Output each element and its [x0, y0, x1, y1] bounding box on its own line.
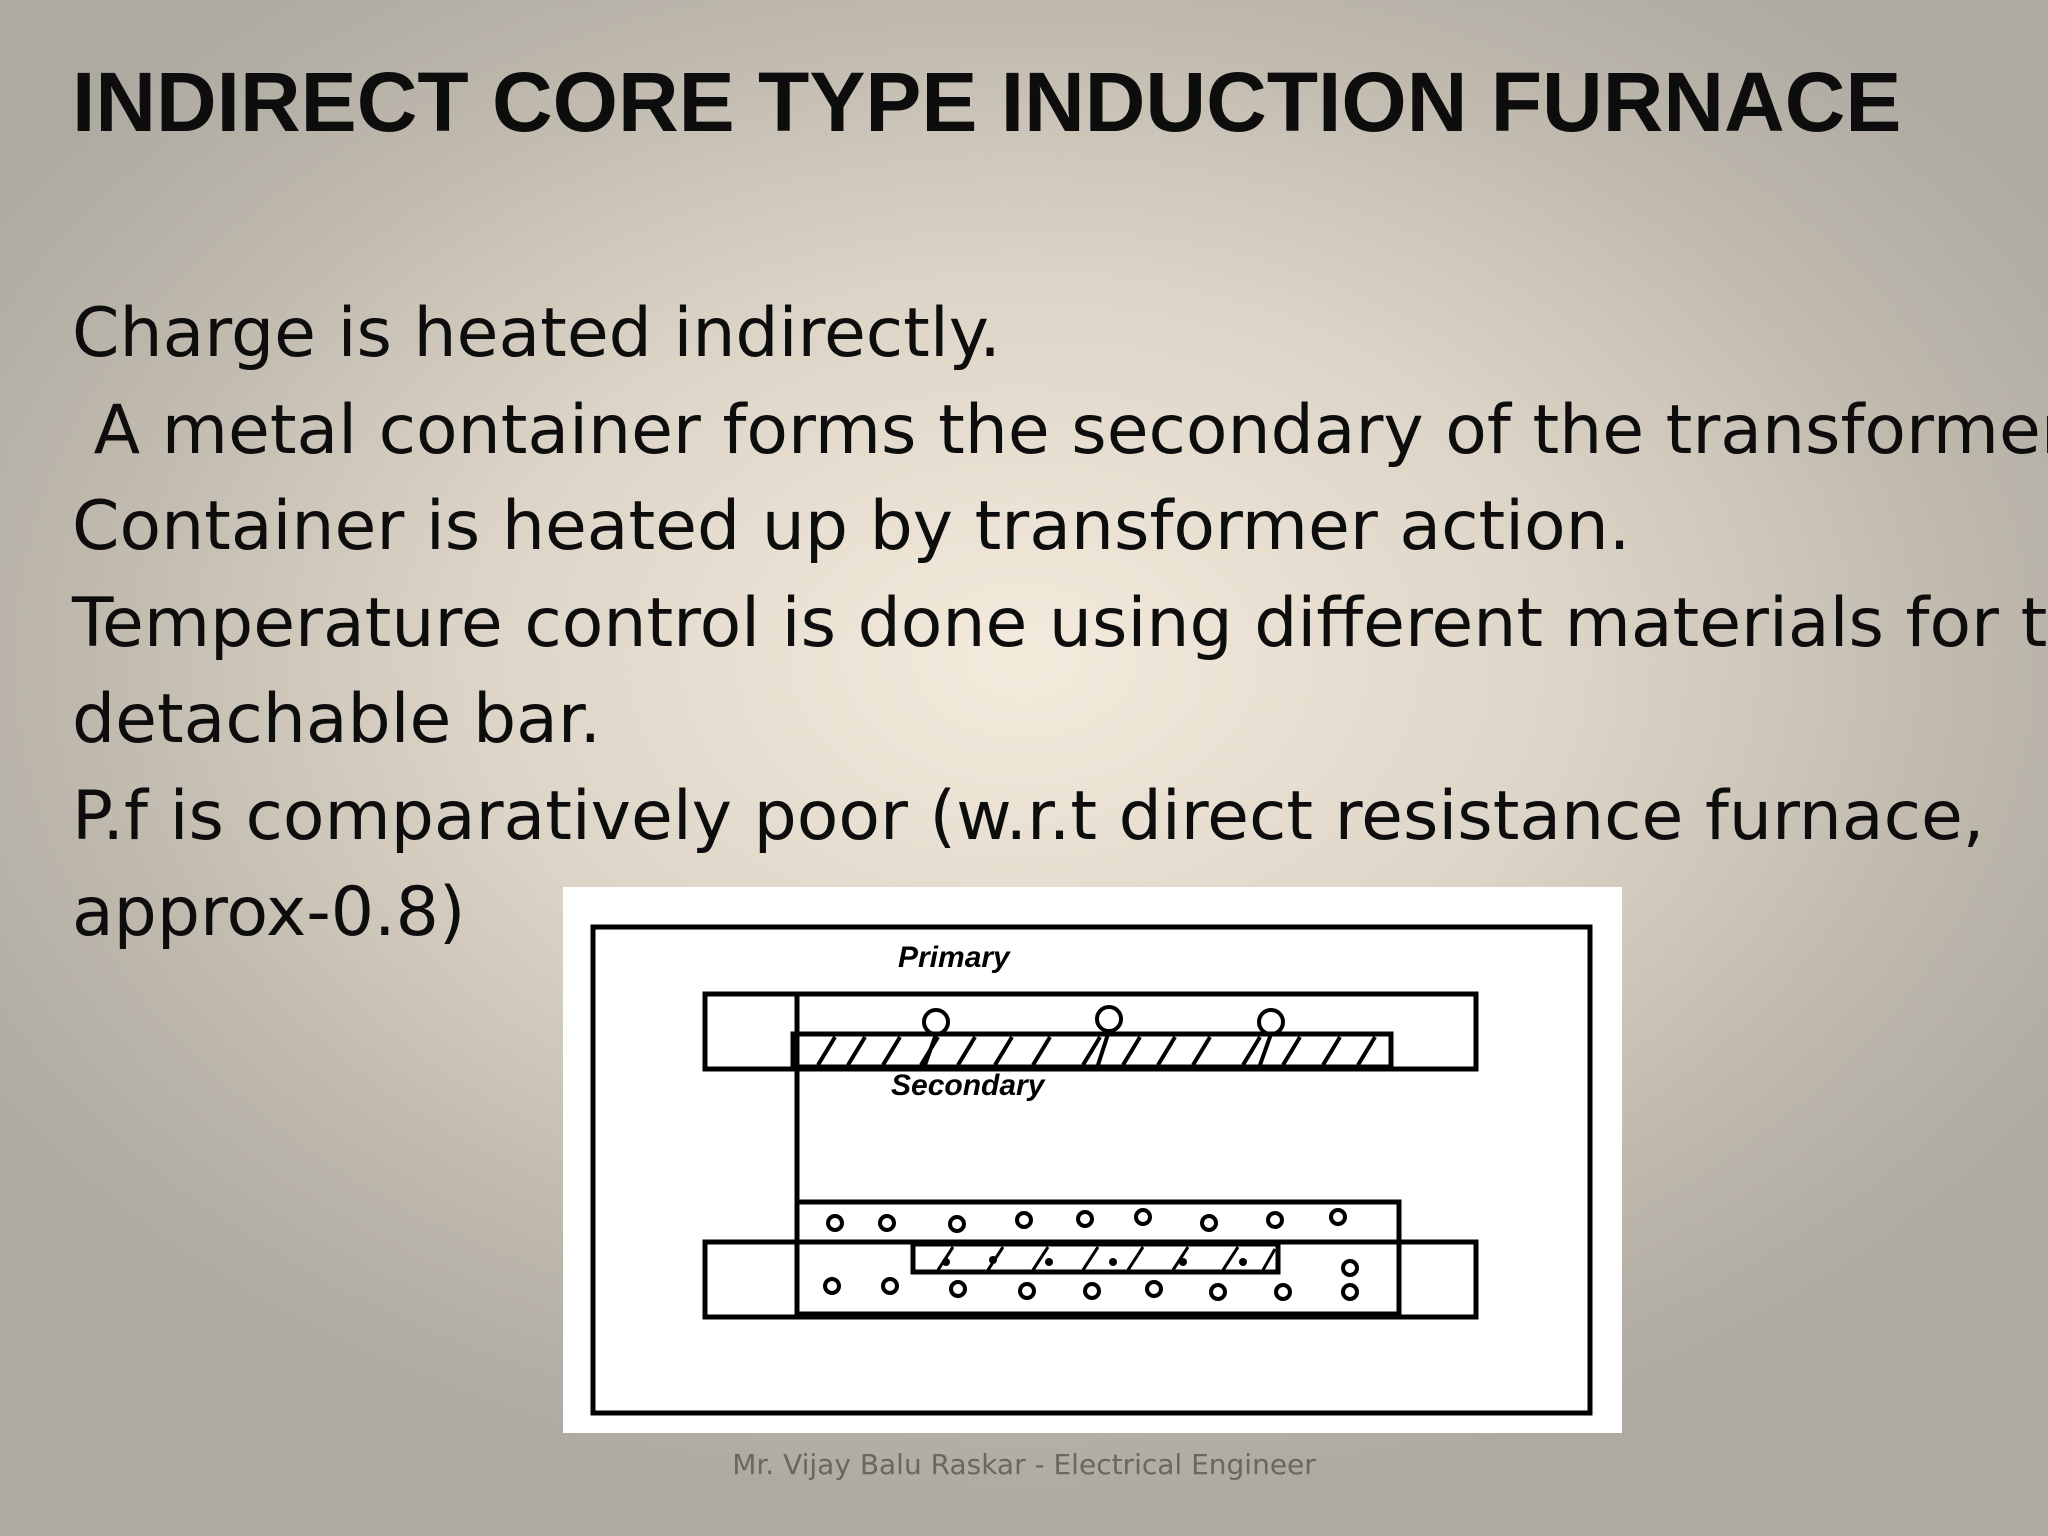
lower-core-bar [702, 1239, 1479, 1320]
charge-particles [823, 1208, 1359, 1301]
primary-terminals [922, 1005, 1285, 1066]
body-line: detachable bar. [72, 680, 602, 759]
outer-frame [590, 924, 1593, 1416]
slide-footer: Mr. Vijay Balu Raskar - Electrical Engin… [732, 1448, 1316, 1481]
secondary-label: Secondary [891, 1069, 1046, 1102]
body-line: Temperature control is done using differ… [72, 583, 2048, 663]
bar-dots [942, 1256, 1247, 1266]
slide-body: Charge is heated indirectly. A metal con… [72, 286, 2048, 962]
body-line: Charge is heated indirectly. [72, 294, 1001, 373]
secondary-container [794, 1199, 1402, 1317]
body-line: Container is heated up by transformer ac… [72, 487, 1631, 566]
furnace-diagram: Primary Secondary [563, 887, 1622, 1433]
primary-label: Primary [898, 941, 1011, 974]
primary-coil-bar [790, 1031, 1394, 1070]
body-line: P.f is comparatively poor (w.r.t direct … [72, 776, 1985, 856]
slide-title: INDIRECT CORE TYPE INDUCTION FURNACE [72, 55, 1902, 149]
body-line: approx-0.8) [72, 873, 466, 952]
primary-hatching [816, 1035, 1377, 1067]
body-line: A metal container forms the secondary of… [72, 390, 2048, 470]
detachable-bar [910, 1241, 1281, 1275]
bar-hatching [936, 1246, 1277, 1271]
furnace-diagram-svg: Primary Secondary [590, 924, 1593, 1416]
